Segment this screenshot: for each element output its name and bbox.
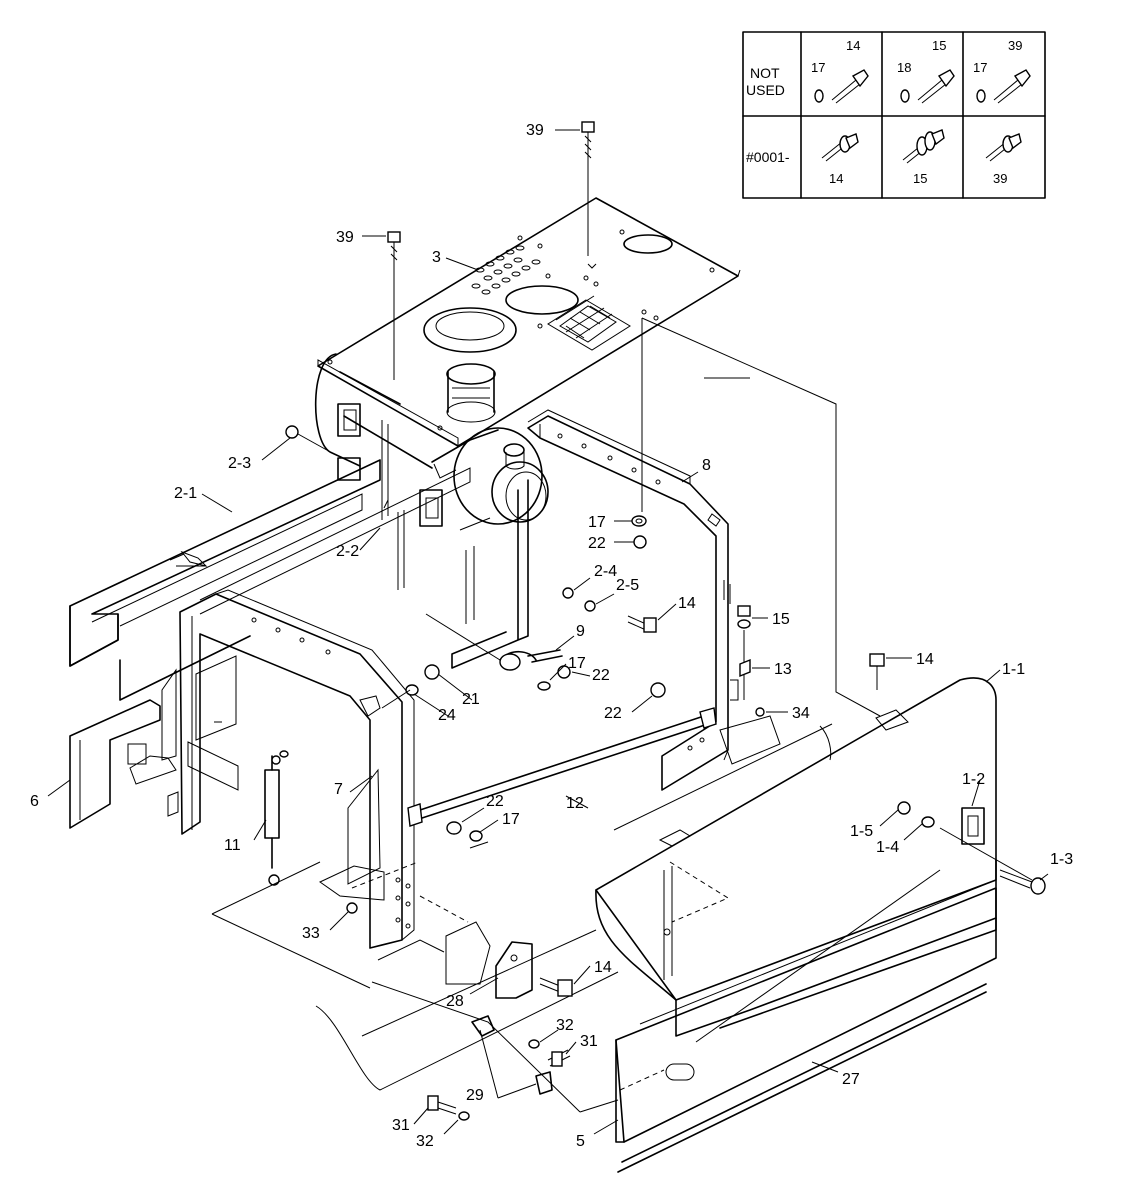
- part-label: 3: [432, 249, 441, 266]
- table-cell-bolt-num: 14: [846, 38, 860, 53]
- latch-part: [471, 1015, 553, 1095]
- part-label: 1-1: [1002, 661, 1025, 678]
- vent-grille: [547, 295, 631, 351]
- part-label: 14: [678, 595, 696, 612]
- frame-right-part: [451, 409, 739, 791]
- part-label: 32: [416, 1133, 434, 1150]
- part-label: 8: [702, 457, 711, 474]
- part-label: 39: [526, 122, 544, 139]
- gas-spring-part: [264, 750, 289, 886]
- bolt-icon: [993, 69, 1031, 104]
- part-label: 11: [224, 837, 241, 854]
- part-label: 1-5: [850, 823, 873, 840]
- bolt-icon: [831, 69, 869, 104]
- part-label: 22: [592, 667, 610, 684]
- part-label: 14: [594, 959, 612, 976]
- part-label: 12: [566, 795, 584, 812]
- part-label: 7: [334, 781, 343, 798]
- table-cell-washer-num: 17: [973, 60, 987, 75]
- top-cover-part: [317, 197, 741, 447]
- part-label: 17: [588, 514, 606, 531]
- table-cell-bolt-num: 39: [1008, 38, 1022, 53]
- washer-icon: [814, 89, 824, 103]
- base-outline: [211, 377, 833, 1113]
- part-label: 2-5: [616, 577, 639, 594]
- part-label: 9: [576, 623, 585, 640]
- part-label: 21: [462, 691, 480, 708]
- air-cleaner-part: [314, 353, 549, 531]
- part-label: 1-4: [876, 839, 899, 856]
- part-label: 33: [302, 925, 320, 942]
- bolt-icon: [917, 69, 955, 104]
- part-label: 1-3: [1050, 851, 1073, 868]
- part-label: 1-2: [962, 771, 985, 788]
- part-label: 24: [438, 707, 456, 724]
- table-cell-washer-num: 17: [811, 60, 825, 75]
- washer-icon: [976, 89, 986, 103]
- part-label: 27: [842, 1071, 860, 1088]
- part-label: 22: [588, 535, 606, 552]
- part-label: 17: [568, 655, 586, 672]
- flange-bolt-icon: [985, 133, 1022, 162]
- part-label: 28: [446, 993, 464, 1010]
- table-cell-flange-bolt-num: 39: [993, 171, 1007, 186]
- frame-left-part: [129, 589, 415, 949]
- part-labels: 39 39 3 8 2-3 2-1 2-2 17 22 2-4 2-5 14 1…: [30, 122, 1073, 1150]
- part-label: 13: [774, 661, 792, 678]
- part-label: 6: [30, 793, 39, 810]
- part-label: 31: [580, 1033, 598, 1050]
- leader-lines: [47, 129, 1049, 1135]
- part-label: 2-3: [228, 455, 251, 472]
- bracket-part: [445, 921, 533, 999]
- part-label: 2-1: [174, 485, 197, 502]
- part-label: 17: [502, 811, 520, 828]
- part-label: 15: [772, 611, 790, 628]
- part-label: 32: [556, 1017, 574, 1034]
- part-label: 31: [392, 1117, 410, 1134]
- flange-bolt-icon: [902, 129, 945, 164]
- side-panel-left-part: [69, 459, 475, 829]
- tie-rod-part: [407, 707, 717, 827]
- serial-range-label: #0001-: [746, 149, 790, 165]
- table-cell-flange-bolt-num: 14: [829, 171, 843, 186]
- part-label: 14: [916, 651, 934, 668]
- table-cell-washer-num: 18: [897, 60, 911, 75]
- part-label: 22: [604, 705, 622, 722]
- vent-grille: [471, 245, 541, 295]
- table-cell-bolt-num: 15: [932, 38, 946, 53]
- part-label: 29: [466, 1087, 484, 1104]
- part-label: 34: [792, 705, 810, 722]
- part-label: 2-4: [594, 563, 617, 580]
- not-used-label: NOT: [750, 65, 780, 81]
- not-used-label-2: USED: [746, 82, 785, 98]
- parts-table: NOT USED #0001- 17 14 18 15 17 39: [742, 31, 1046, 199]
- washer-icon: [900, 89, 910, 103]
- part-label: 2-2: [336, 543, 359, 560]
- air-intake-part: [423, 307, 517, 423]
- table-cell-flange-bolt-num: 15: [913, 171, 927, 186]
- part-label: 5: [576, 1133, 585, 1150]
- part-label: 39: [336, 229, 354, 246]
- dashed-guides: [351, 861, 730, 1091]
- lower-panel-part: [615, 887, 997, 1173]
- flange-bolt-icon: [821, 133, 859, 162]
- part-label: 22: [486, 793, 504, 810]
- fasteners: [285, 121, 1046, 1121]
